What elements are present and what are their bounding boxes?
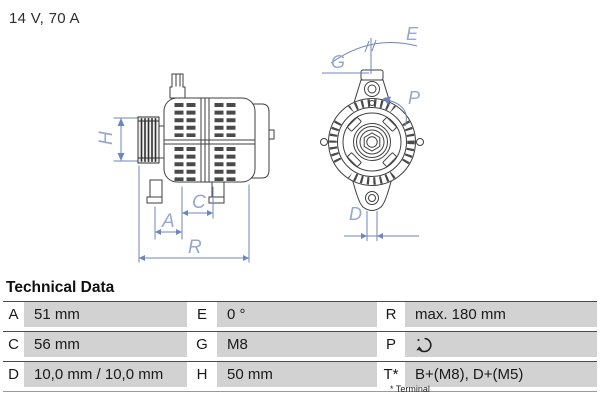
spec-value-r: max. 180 mm [405,302,597,327]
spec-key-r: R [377,302,405,327]
bearing-pads [347,117,397,167]
table-row: A 51 mm E 0 ° R max. 180 mm [3,301,597,327]
spec-value-p [405,332,597,357]
dim-label-c: C [192,192,206,213]
front-view-drawing: E G P D [320,24,424,241]
technical-data-heading: Technical Data [6,279,115,296]
spec-key-t: T* [377,362,405,387]
spec-key-a: A [3,302,24,327]
front-view-dimension-arrows [361,96,391,239]
dim-label-d: D [349,204,362,224]
terminal-stub [268,129,275,140]
table-row: C 56 mm G M8 P [3,331,597,357]
spec-value-e: 0 ° [217,302,377,327]
spec-value-d: 10,0 mm / 10,0 mm [24,362,187,387]
voltage-amperage-title: 14 V, 70 A [9,10,80,27]
dim-label-a: A [161,211,175,232]
pulley [137,116,160,164]
side-view-drawing: H A C R [96,73,275,263]
shaft-hex-nut [363,132,381,152]
table-bottom-rule [3,391,597,392]
side-view-dimension-arrows [117,118,249,261]
technical-data-section: Technical Data A 51 mm E 0 ° R max. 180 … [3,279,597,392]
spec-value-a: 51 mm [24,302,187,327]
cooling-fins [174,103,236,181]
spec-value-c: 56 mm [24,332,187,357]
terminal-footnote: * Terminal [390,384,430,394]
spec-key-h: H [187,362,217,387]
spec-key-d: D [3,362,24,387]
spec-key-g: G [187,332,217,357]
dim-label-g: G [331,52,345,72]
table-row: D 10,0 mm / 10,0 mm H 50 mm T* B+(M8), D… [3,361,597,387]
rotation-direction-icon [416,337,432,352]
dim-label-r: R [188,237,202,258]
alternator-technical-drawing: H A C R [96,24,424,263]
spec-value-g: M8 [217,332,377,357]
side-view-dimension-lines [113,117,250,263]
spec-value-t: B+(M8), D+(M5) [405,362,597,387]
spec-value-h: 50 mm [217,362,377,387]
spec-key-p: P [377,332,405,357]
vent-slot-ring [329,99,415,185]
dim-label-h: H [96,131,117,145]
dim-label-p: P [408,88,420,108]
dim-label-e: E [406,24,419,44]
spec-key-e: E [187,302,217,327]
spec-key-c: C [3,332,24,357]
